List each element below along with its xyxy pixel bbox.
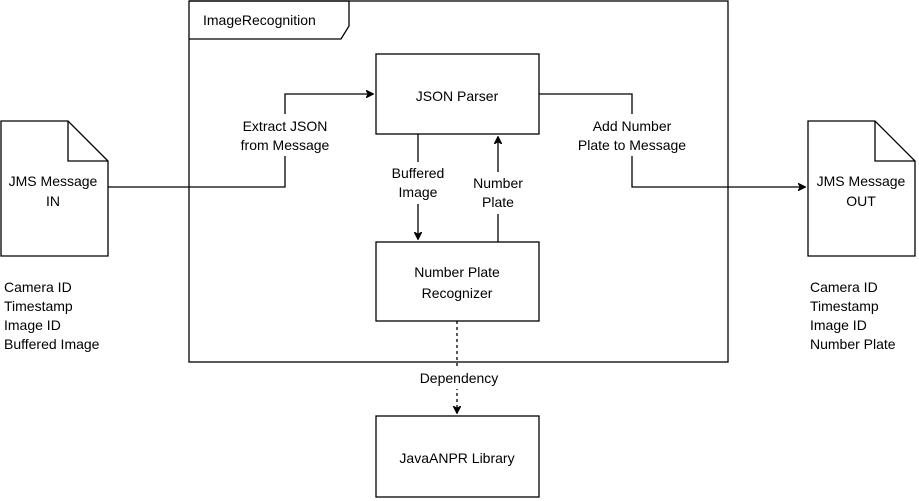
in-field-image-id: Image ID [4, 317, 61, 333]
edge-buffered-image-label-line-2: Image [399, 184, 438, 200]
edge-extract-json-label-line-1: Extract JSON [243, 118, 328, 134]
json-parser-node[interactable]: JSON Parser [375, 53, 540, 135]
edge-extract-json-label-bg [229, 114, 341, 156]
library-box[interactable] [375, 415, 540, 498]
container-title-tab [189, 0, 350, 40]
edge-extract-json-label-line-2: from Message [241, 137, 330, 153]
edge-buffered-image-label-line-1: Buffered [392, 165, 445, 181]
edge-add-number-plate-label-bg [567, 114, 697, 156]
jms-message-out-node[interactable]: JMS Message OUT [807, 120, 916, 257]
edge-number-plate-label-bg [467, 172, 529, 214]
edge-buffered-image: Buffered Image [386, 134, 450, 239]
out-field-number-plate: Number Plate [810, 336, 896, 352]
container-title: ImageRecognition [203, 12, 316, 28]
message-in-fold [67, 121, 108, 162]
edge-dependency-label-bg [410, 367, 506, 389]
recognizer-box[interactable] [375, 241, 540, 322]
recognizer-label-line-2: Recognizer [422, 285, 493, 301]
message-out-label-line-1: JMS Message [817, 173, 906, 189]
edge-number-plate-label-line-2: Plate [482, 194, 514, 210]
recognizer-label-line-1: Number Plate [414, 264, 500, 280]
edge-number-plate-label-line-1: Number [473, 175, 523, 191]
out-fields-list: Camera ID Timestamp Image ID Number Plat… [810, 279, 896, 352]
number-plate-recognizer-node[interactable]: Number Plate Recognizer [375, 241, 540, 322]
message-in-document[interactable] [0, 120, 109, 257]
message-in-label-line-2: IN [46, 193, 60, 209]
library-label: JavaANPR Library [399, 450, 514, 466]
edge-dependency-label: Dependency [420, 370, 499, 386]
in-field-buffered-image: Buffered Image [4, 336, 100, 352]
in-field-timestamp: Timestamp [4, 298, 73, 314]
javaanpr-library-node[interactable]: JavaANPR Library [375, 415, 540, 498]
jms-message-in-node[interactable]: JMS Message IN [0, 120, 109, 257]
edge-add-number-plate-label-line-2: Plate to Message [578, 137, 686, 153]
in-fields-list: Camera ID Timestamp Image ID Buffered Im… [4, 279, 100, 352]
json-parser-label: JSON Parser [416, 88, 499, 104]
out-field-timestamp: Timestamp [810, 298, 879, 314]
edge-buffered-image-label-bg [386, 162, 450, 204]
edge-number-plate: Number Plate [467, 137, 529, 242]
out-field-image-id: Image ID [810, 317, 867, 333]
message-in-label-line-1: JMS Message [9, 173, 98, 189]
json-parser-box[interactable] [375, 53, 540, 135]
in-field-camera-id: Camera ID [4, 279, 72, 295]
edge-dependency: Dependency [410, 321, 506, 413]
edge-add-number-plate-label-line-1: Add Number [593, 118, 672, 134]
edge-add-number-plate: Add Number Plate to Message [539, 93, 805, 187]
out-field-camera-id: Camera ID [810, 279, 878, 295]
message-out-fold [874, 121, 915, 162]
message-out-document[interactable] [807, 120, 916, 257]
edge-extract-json: Extract JSON from Message [108, 94, 373, 188]
message-out-label-line-2: OUT [846, 193, 876, 209]
